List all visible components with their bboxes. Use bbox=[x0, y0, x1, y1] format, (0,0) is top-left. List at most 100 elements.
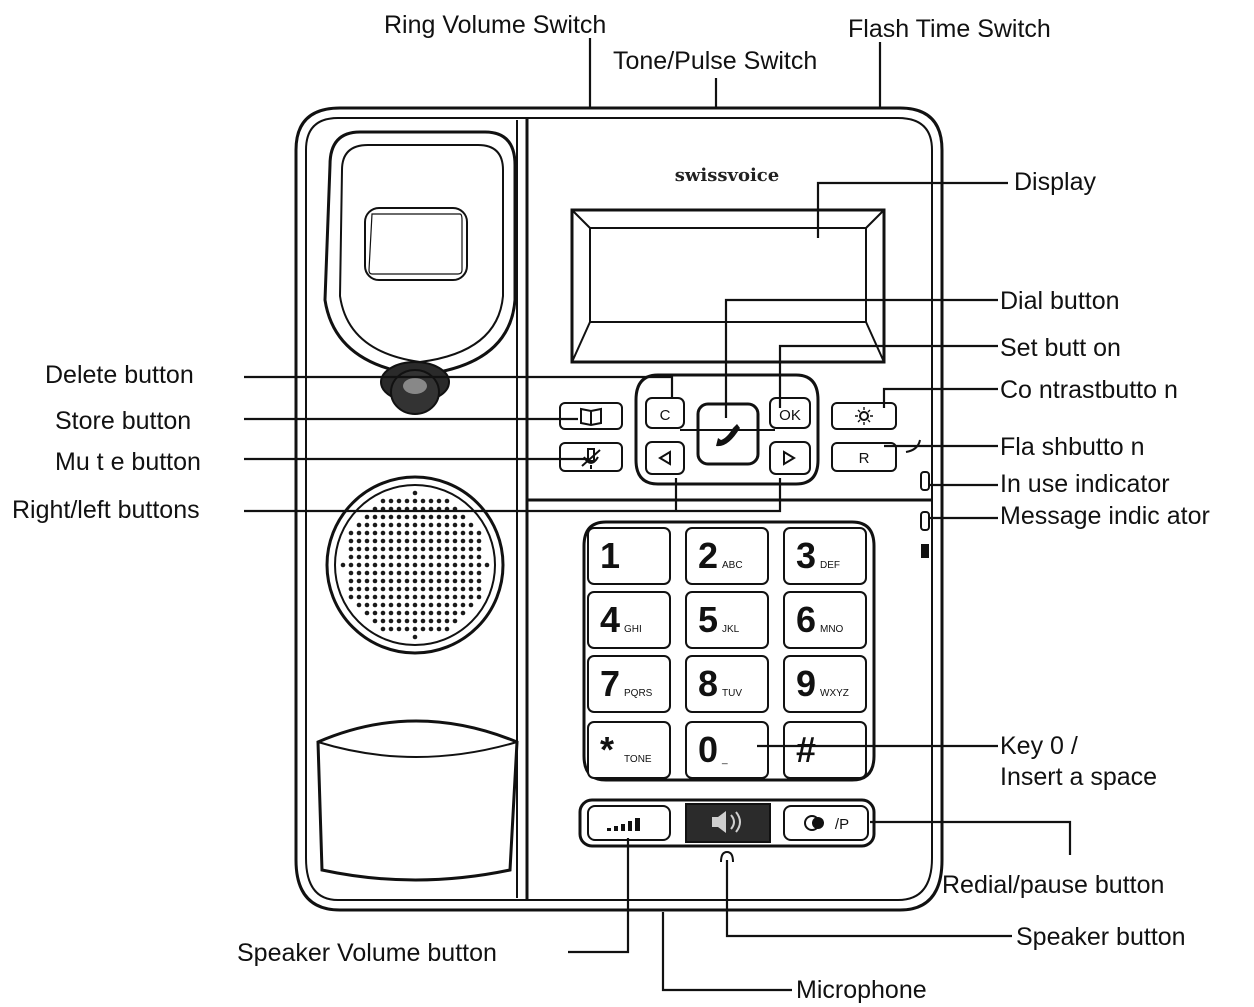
keypad-key-8[interactable] bbox=[685, 655, 769, 713]
contrast-button[interactable] bbox=[831, 402, 897, 430]
keypad-key-star[interactable] bbox=[587, 721, 671, 779]
grille-hole bbox=[388, 554, 394, 560]
grille-hole bbox=[444, 618, 450, 624]
set-button[interactable] bbox=[769, 397, 811, 429]
grille-hole bbox=[364, 570, 370, 576]
grille-hole bbox=[460, 570, 466, 576]
grille-hole bbox=[460, 578, 466, 584]
grille-hole bbox=[372, 578, 378, 584]
right-left-leader bbox=[244, 478, 782, 513]
grille-hole bbox=[348, 562, 354, 568]
grille-hole bbox=[420, 618, 426, 624]
grille-hole bbox=[444, 578, 450, 584]
speaker-volume-leader bbox=[568, 838, 630, 954]
message-indicator bbox=[920, 511, 930, 531]
grille-hole bbox=[460, 530, 466, 536]
keypad-key-4[interactable] bbox=[587, 591, 671, 649]
lcd-display bbox=[570, 208, 886, 364]
store-button[interactable] bbox=[559, 402, 623, 430]
grille-hole bbox=[396, 498, 402, 504]
grille-hole bbox=[388, 618, 394, 624]
keypad-key-5[interactable] bbox=[685, 591, 769, 649]
grille-hole bbox=[364, 546, 370, 552]
grille-hole bbox=[388, 522, 394, 528]
key0-label-line1: Key 0 / bbox=[1000, 732, 1078, 760]
grille-hole bbox=[388, 594, 394, 600]
grille-hole bbox=[412, 530, 418, 536]
grille-hole bbox=[348, 578, 354, 584]
grille-hole bbox=[356, 578, 362, 584]
grille-hole bbox=[420, 626, 426, 632]
keypad-key-2[interactable] bbox=[685, 527, 769, 585]
dial-button[interactable] bbox=[696, 402, 760, 466]
grille-hole bbox=[348, 546, 354, 552]
grille-hole bbox=[396, 514, 402, 520]
speaker-button[interactable] bbox=[685, 803, 771, 843]
grille-hole bbox=[428, 530, 434, 536]
grille-hole bbox=[436, 602, 442, 608]
book-icon bbox=[580, 407, 602, 427]
keypad-key-0[interactable] bbox=[685, 721, 769, 779]
grille-hole bbox=[356, 594, 362, 600]
grille-hole bbox=[468, 594, 474, 600]
grille-hole bbox=[372, 530, 378, 536]
microphone-icon bbox=[720, 850, 734, 863]
redial-pause-button[interactable] bbox=[783, 805, 869, 841]
grille-hole bbox=[444, 498, 450, 504]
grille-hole bbox=[428, 514, 434, 520]
flash-hook-icon bbox=[905, 439, 921, 453]
keypad-key-digit: 2 bbox=[698, 535, 718, 576]
mute-button[interactable] bbox=[559, 442, 623, 472]
speaker-volume-label: Speaker Volume button bbox=[237, 939, 497, 967]
keypad-key-hash[interactable] bbox=[783, 721, 867, 779]
grille-hole bbox=[420, 522, 426, 528]
set-button-label-text: Set butt on bbox=[1000, 334, 1121, 362]
grille-hole bbox=[380, 562, 386, 568]
grille-hole bbox=[444, 530, 450, 536]
grille-hole bbox=[460, 514, 466, 520]
keypad-key-7[interactable] bbox=[587, 655, 671, 713]
grille-hole bbox=[460, 602, 466, 608]
keypad-key-1[interactable] bbox=[587, 527, 671, 585]
keypad-key-letters: DEF bbox=[820, 560, 840, 571]
delete-button[interactable] bbox=[645, 397, 685, 429]
right-button[interactable] bbox=[769, 441, 811, 475]
keypad-key-letters: TUV bbox=[722, 688, 742, 699]
grille-hole bbox=[388, 602, 394, 608]
flash-button[interactable] bbox=[831, 442, 897, 472]
grille-hole bbox=[380, 546, 386, 552]
grille-hole bbox=[380, 602, 386, 608]
grille-hole bbox=[412, 578, 418, 584]
grille-hole bbox=[444, 554, 450, 560]
keypad-key-6[interactable] bbox=[783, 591, 867, 649]
left-button[interactable] bbox=[645, 441, 685, 475]
grille-hole bbox=[388, 586, 394, 592]
grille-hole bbox=[452, 578, 458, 584]
grille-hole bbox=[468, 602, 474, 608]
grille-hole bbox=[412, 618, 418, 624]
set-button-label: OK bbox=[779, 407, 801, 424]
grille-hole bbox=[452, 610, 458, 616]
keypad-key-digit: 5 bbox=[698, 599, 718, 640]
grille-hole bbox=[428, 522, 434, 528]
grille-hole bbox=[452, 514, 458, 520]
grille-hole bbox=[380, 522, 386, 528]
keypad-key-digit: 7 bbox=[600, 663, 620, 704]
grille-hole bbox=[372, 570, 378, 576]
grille-hole bbox=[388, 562, 394, 568]
keypad-key-digit: 0 bbox=[698, 729, 718, 770]
keypad-key-3[interactable] bbox=[783, 527, 867, 585]
grille-hole bbox=[356, 538, 362, 544]
keypad-key-9[interactable] bbox=[783, 655, 867, 713]
grille-hole bbox=[476, 546, 482, 552]
dial-leader bbox=[724, 298, 998, 418]
contrast-leader bbox=[882, 387, 998, 408]
volume-bars-icon bbox=[607, 818, 640, 831]
grille-hole bbox=[452, 586, 458, 592]
grille-hole bbox=[372, 618, 378, 624]
grille-hole bbox=[436, 562, 442, 568]
speaker-leader bbox=[725, 860, 1012, 938]
grille-hole bbox=[396, 602, 402, 608]
grille-hole bbox=[412, 538, 418, 544]
